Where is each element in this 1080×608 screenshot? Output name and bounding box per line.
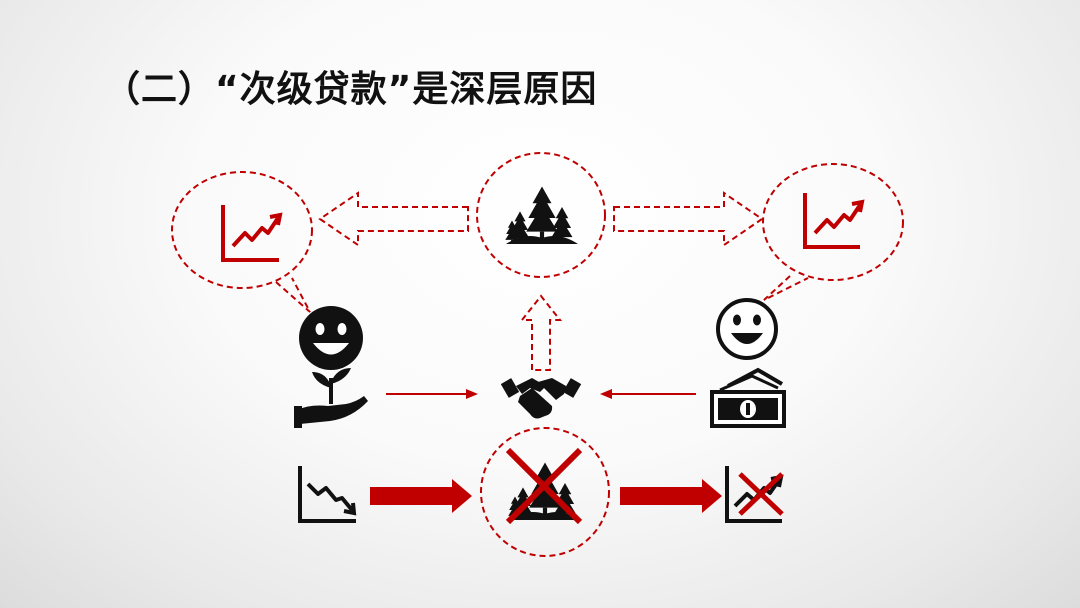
thin-arrow-right — [386, 389, 478, 399]
dashed-arrow-up — [519, 294, 563, 371]
right-bubble-tail — [763, 275, 809, 301]
forest-icon — [505, 187, 578, 245]
bottom-center-circle — [480, 427, 610, 557]
top-center-circle — [476, 152, 606, 278]
right-thought-bubble — [762, 163, 904, 281]
smiley-face-icon — [716, 298, 778, 360]
hand-holding-plant-icon — [294, 368, 368, 428]
left-thought-bubble — [171, 171, 313, 289]
slide-title: （二）“次级贷款”是深层原因 — [104, 69, 598, 110]
handshake-icon — [500, 378, 582, 419]
smiley-face-icon — [299, 306, 363, 370]
crossed-out-rising-chart-icon — [725, 466, 784, 523]
thick-arrow-right-segment — [620, 479, 722, 513]
rising-chart-icon — [803, 193, 865, 249]
thin-arrow-left — [600, 389, 696, 399]
thick-arrow-left-segment — [370, 479, 472, 513]
cash-stack-icon — [710, 367, 786, 428]
crossed-out-forest-icon — [505, 447, 583, 525]
falling-chart-icon — [298, 466, 357, 523]
left-bubble-tail — [275, 277, 311, 313]
rising-chart-icon — [221, 205, 283, 262]
dashed-arrow-left — [318, 191, 469, 247]
dashed-arrow-right — [613, 191, 764, 247]
